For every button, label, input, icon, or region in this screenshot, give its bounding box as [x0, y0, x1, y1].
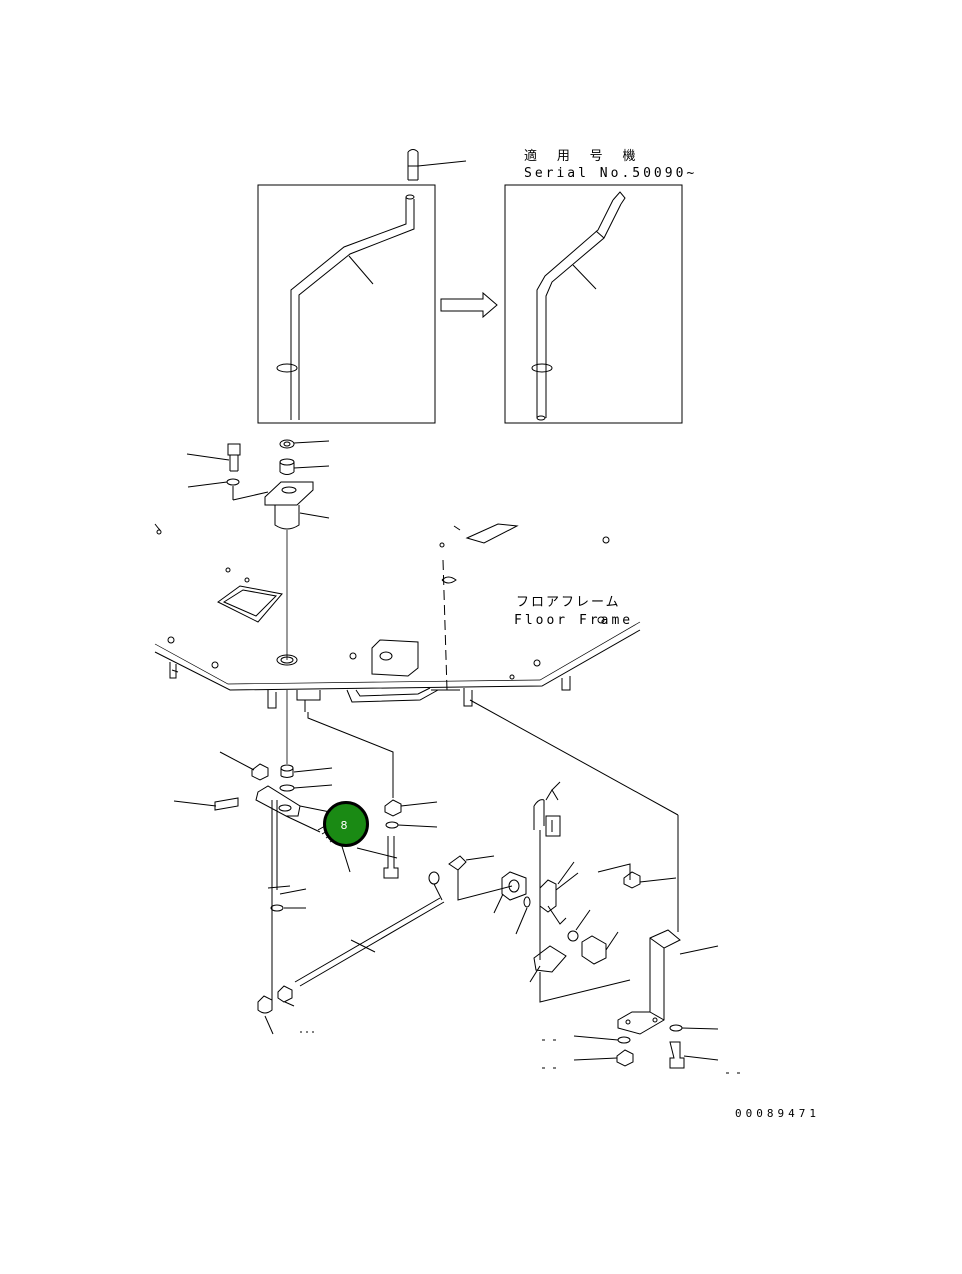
connector-part — [502, 872, 526, 900]
lever-rod — [291, 197, 414, 420]
floor-frame-label-jp: フロアフレーム — [516, 595, 621, 610]
serial-label-jp: 適 用 号 機 — [524, 149, 642, 164]
bolt-part — [384, 836, 398, 878]
nut-part — [252, 764, 268, 780]
frame-plate — [372, 640, 418, 676]
washer-part — [227, 479, 239, 485]
nut-part — [617, 1050, 633, 1066]
frame-leg — [268, 690, 276, 708]
old-lever-detail — [258, 150, 466, 424]
nut-part — [385, 800, 401, 816]
fitting-part — [540, 880, 566, 924]
washer-part — [280, 440, 294, 448]
frame-leg — [170, 662, 178, 678]
rod-collar — [532, 364, 552, 372]
u-bolt-part — [534, 800, 560, 836]
upper-mount-parts — [187, 440, 329, 660]
cable-assembly — [449, 700, 746, 1073]
pin-part — [215, 798, 238, 810]
drawing-number: 00089471 — [735, 1107, 820, 1120]
nut-part — [278, 986, 292, 1002]
floor-frame — [155, 524, 640, 712]
lever-rod — [537, 200, 621, 418]
stand-bracket — [618, 930, 680, 1034]
bushing-part — [280, 462, 294, 475]
leader-line — [573, 265, 596, 289]
washer-part — [618, 1037, 630, 1043]
lever-plate — [256, 786, 300, 816]
new-lever-detail — [505, 185, 682, 423]
control-rod — [295, 898, 444, 986]
cable-bracket — [534, 946, 566, 972]
frame-leg — [562, 676, 570, 690]
part-callout-badge[interactable]: 8 — [323, 801, 369, 847]
leader-line — [418, 161, 466, 166]
serial-label-en: Serial No.50090~ — [524, 166, 698, 181]
frame-pipe — [347, 688, 438, 702]
frame-leg — [464, 688, 472, 706]
floor-edge — [155, 630, 640, 690]
connector-part — [582, 936, 606, 964]
bracket-part — [265, 482, 313, 529]
lower-linkage — [174, 690, 444, 1034]
rod-end-part — [258, 996, 272, 1013]
nut-part — [624, 872, 640, 888]
nut-part — [429, 872, 439, 884]
bolt-part — [228, 444, 240, 471]
leader-line — [349, 256, 373, 284]
clip-part — [449, 856, 466, 870]
washer-part — [670, 1025, 682, 1031]
callout-number-text: 8 — [340, 818, 348, 832]
rod-collar — [277, 364, 297, 372]
floor-frame-label-en: Floor Frame — [514, 613, 634, 628]
frame-cutout — [218, 586, 282, 622]
replacement-arrow — [441, 293, 497, 317]
bolt-part — [670, 1042, 684, 1068]
knob-part — [408, 150, 418, 181]
